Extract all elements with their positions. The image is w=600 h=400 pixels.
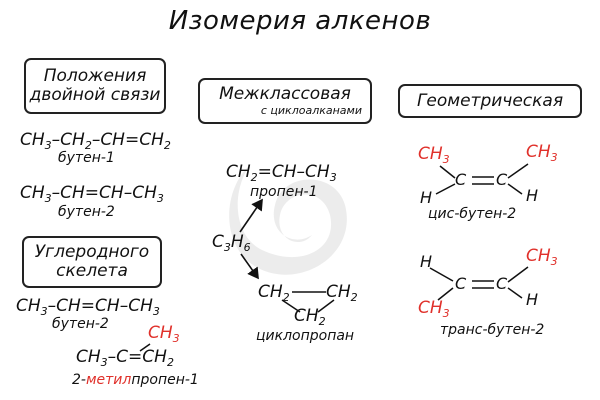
heading-interclass: Межклассовая: [219, 84, 351, 104]
heading-skeleton-box: Углеродного скелета: [22, 236, 162, 288]
heading-skeleton-line1: Углеродного: [34, 242, 150, 262]
cis-ch3-right: CH3: [526, 142, 558, 164]
heading-geometric: Геометрическая: [416, 90, 564, 111]
cis-h-left: H: [420, 188, 433, 207]
name-cyclopropane: циклопропан: [256, 328, 355, 344]
cis-c-left: C: [455, 170, 467, 189]
name-butene2-skeleton: бутен-2: [52, 316, 109, 332]
name-trans: транс-бутен-2: [440, 322, 545, 338]
formula-methylpropene: CH3–C=CH2: [76, 347, 174, 369]
heading-position-line2: двойной связи: [29, 85, 161, 105]
heading-geometric-box: Геометрическая: [398, 84, 582, 118]
name-cis: цис-бутен-2: [428, 206, 517, 222]
heading-interclass-sub: с циклоалканами: [260, 104, 362, 117]
formula-butene2: CH3–CH=CH–CH3: [20, 183, 164, 205]
methyl-branch: CH3: [148, 323, 180, 345]
name-butene2: бутен-2: [58, 204, 115, 220]
heading-position-line1: Положения: [43, 66, 147, 86]
formula-butene1: CH3–CH2–CH=CH2: [20, 130, 171, 152]
heading-position-box: Положения двойной связи: [24, 58, 166, 114]
trans-h-left: H: [420, 252, 433, 271]
name-propene: пропен-1: [250, 184, 318, 200]
heading-skeleton-line2: скелета: [56, 261, 128, 281]
trans-ch3-right: CH3: [526, 246, 558, 268]
trans-c-right: C: [496, 274, 508, 293]
watermark-shape: [229, 165, 347, 275]
arrow-to-cyclopropane: [240, 253, 259, 280]
cis-h-right: H: [526, 186, 539, 205]
cyclo-ch2-bottom: CH2: [294, 306, 326, 328]
trans-c-left: C: [455, 274, 467, 293]
formula-butene2-skeleton: CH3–CH=CH–CH3: [16, 296, 160, 318]
cyclo-ch2-left: CH2: [258, 282, 290, 304]
formula-propene: CH2=CH–CH3: [226, 162, 337, 184]
trans-ch3-left: CH3: [418, 298, 450, 320]
formula-c3h6: C3H6: [212, 232, 251, 254]
name-methylpropene: 2-метилпропен-1: [72, 372, 199, 388]
name-butene1: бутен-1: [58, 150, 115, 166]
arrow-to-propene: [239, 198, 263, 233]
cis-ch3-left: CH3: [418, 144, 450, 166]
cyclo-ch2-right: CH2: [326, 282, 358, 304]
cis-c-right: C: [496, 170, 508, 189]
page-title: Изомерия алкенов: [168, 6, 432, 36]
heading-interclass-box: Межклассовая с циклоалканами: [198, 78, 372, 124]
trans-h-right: H: [526, 290, 539, 309]
